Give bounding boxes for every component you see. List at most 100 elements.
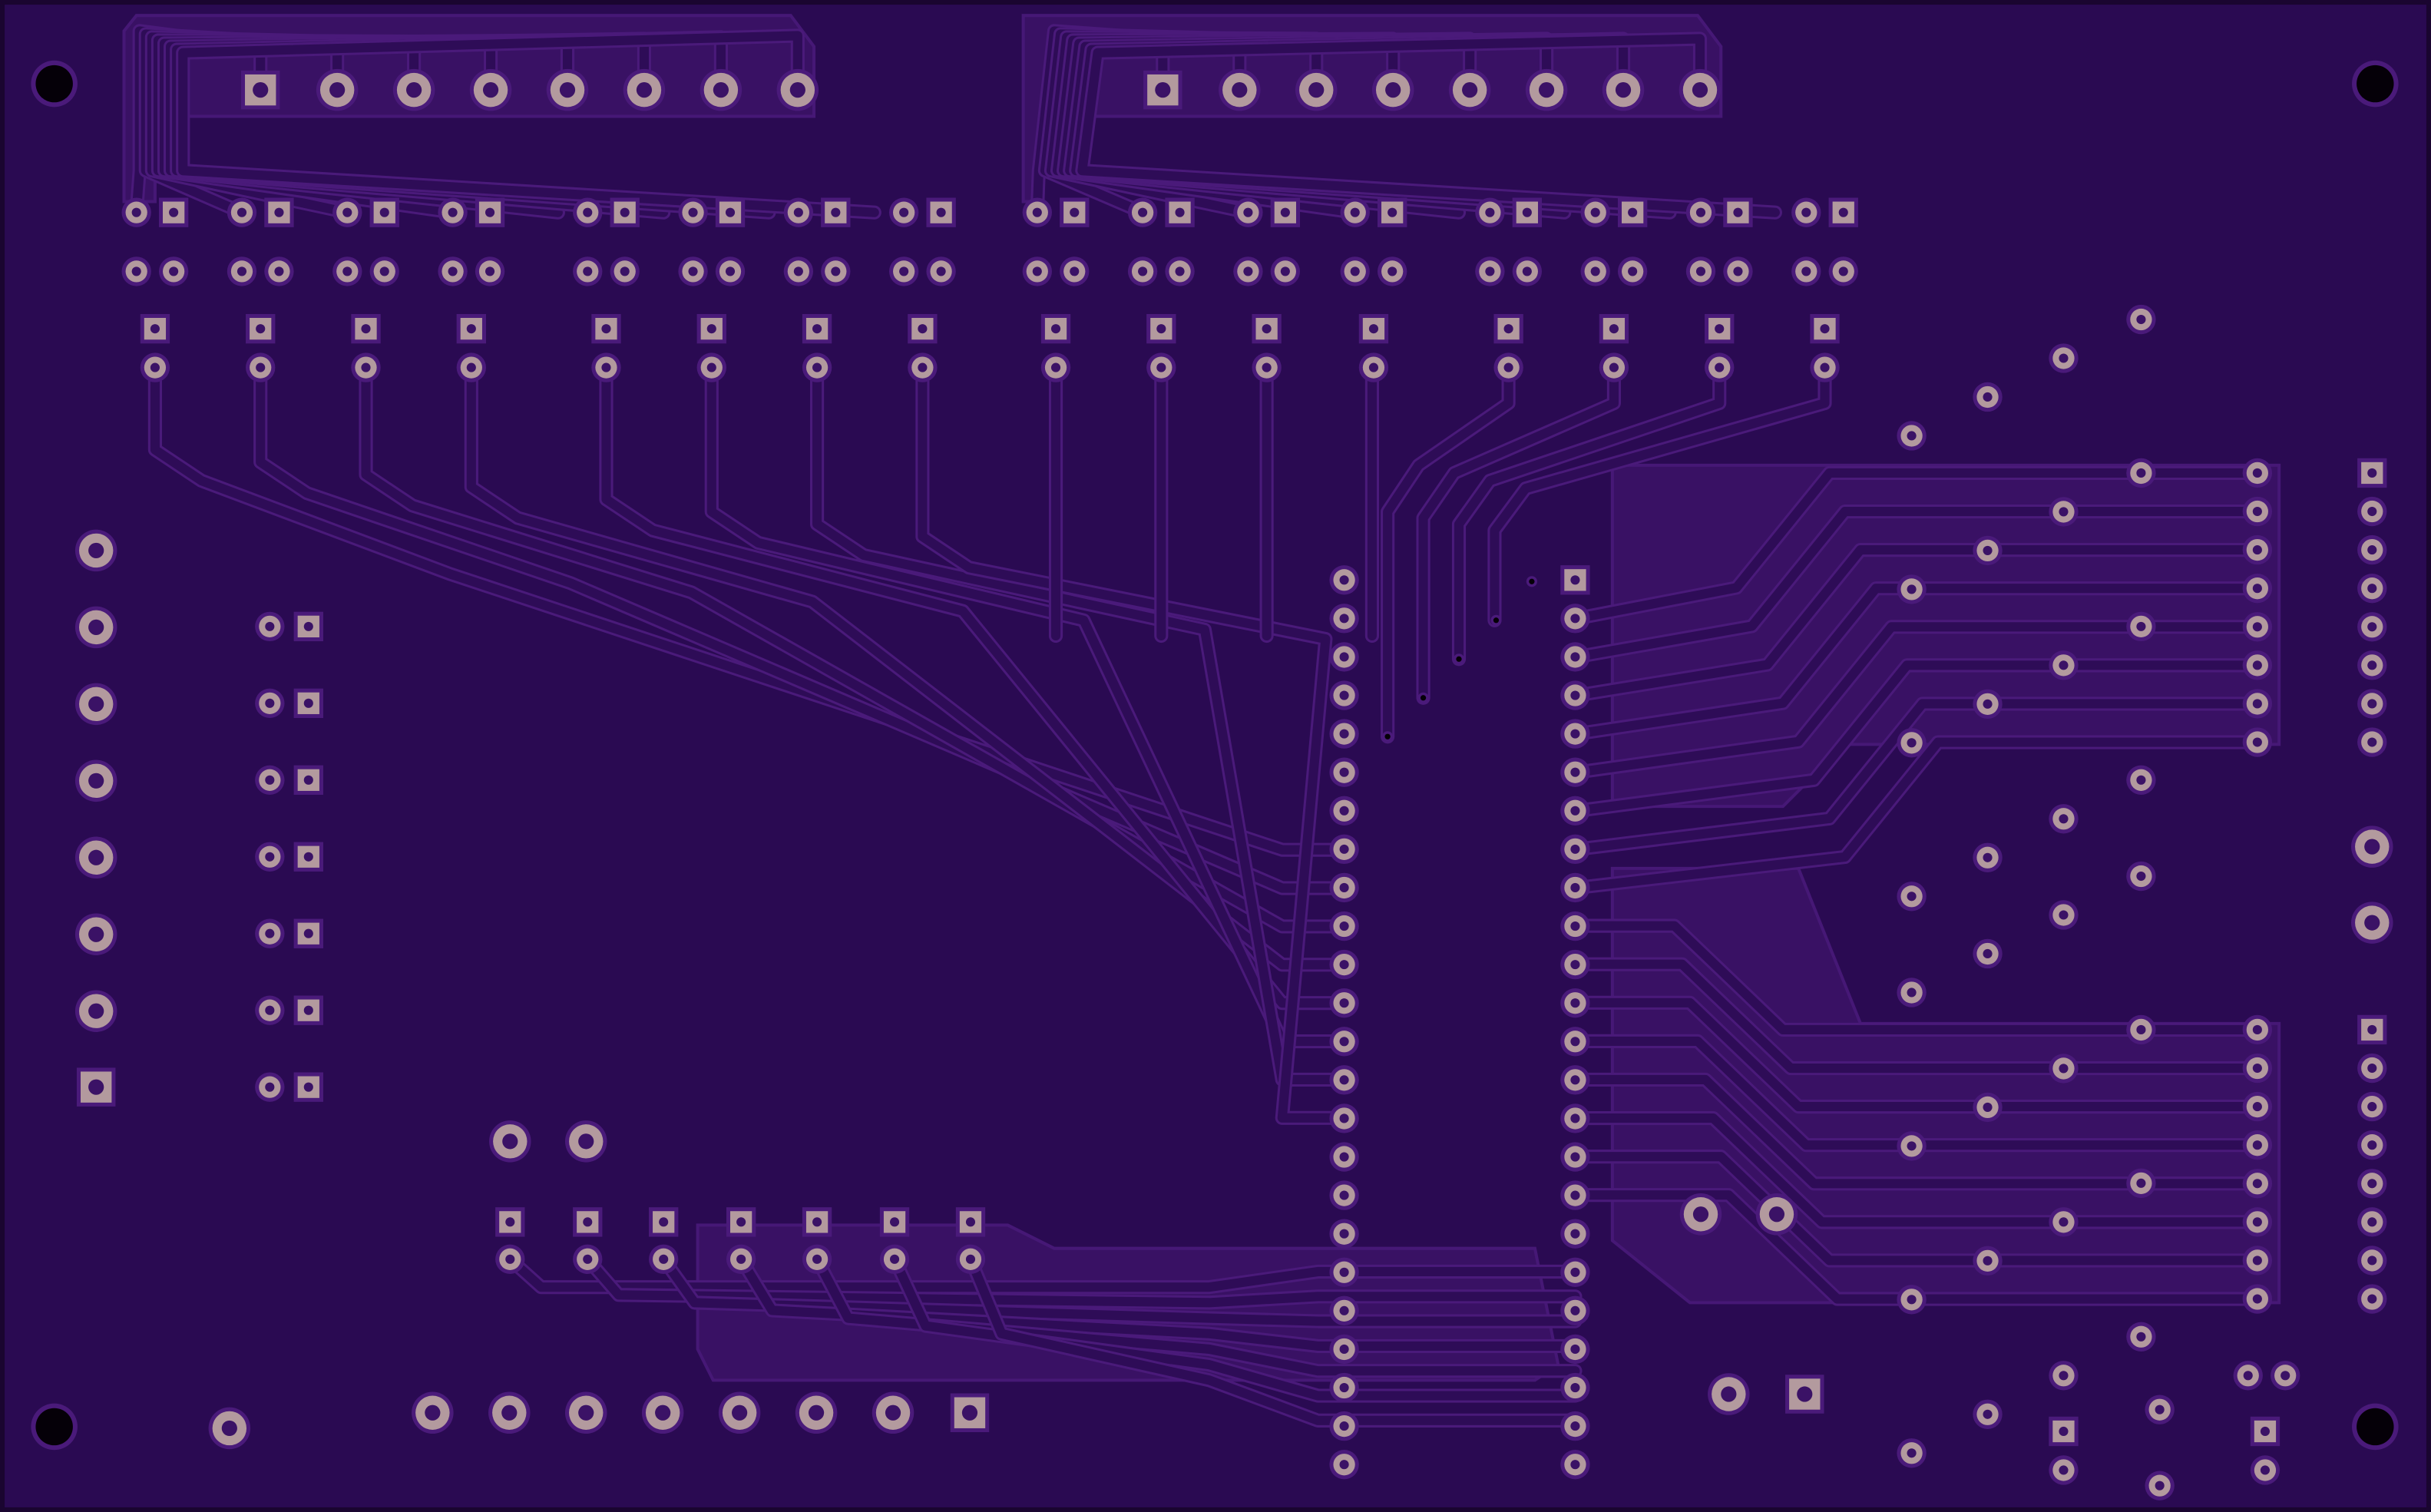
pad-hole-icon [2367,1256,2377,1266]
pad-hole-icon [2367,1063,2377,1074]
pad-hole-icon [1339,1382,1349,1393]
pad-hole-icon [2059,1465,2069,1475]
pad-layer [31,60,2399,1500]
pad-hole-icon [1983,392,1993,402]
copper-trace-icon [1077,34,1780,217]
pad-hole-icon [1838,266,1848,276]
pad-hole-icon [265,698,275,708]
pad-hole-icon [274,207,284,217]
pad-hole-icon [885,1404,901,1421]
pad-hole-icon [1243,266,1253,276]
pad-hole-icon [2252,1140,2262,1150]
pad-hole-icon [1350,207,1360,217]
pad-hole-icon [2364,915,2380,931]
pad-hole-icon [88,619,104,635]
pad-hole-icon [1339,1305,1349,1315]
copper-trace-icon [1570,1190,2262,1304]
copper-trace-icon [150,362,1349,855]
pad-hole-icon [918,324,928,334]
pad-hole-icon [2136,468,2146,478]
pad-hole-icon [221,1420,237,1437]
pad-hole-icon [1570,1075,1580,1085]
pad-hole-icon [713,82,729,98]
copper-trace-icon [1570,1036,2262,1150]
pad-hole-icon [303,852,313,862]
pad-hole-icon [1308,82,1325,98]
pad-hole-icon [342,207,352,217]
copper-trace-icon [1570,699,2262,855]
copper-trace-icon [1570,1074,2262,1189]
pad-hole-icon [706,362,716,372]
pad-hole-icon [1522,266,1532,276]
pad-hole-icon [2367,468,2377,478]
copper-trace-icon [178,31,879,217]
pad-hole-icon [1339,1113,1349,1123]
via-icon [1493,617,1500,624]
pad-hole-icon [578,1404,594,1421]
pad-hole-icon [655,1404,671,1421]
pad-hole-icon [1485,207,1495,217]
pad-hole-icon [936,266,946,276]
pad-hole-icon [2367,506,2377,517]
pad-hole-icon [2252,737,2262,747]
pad-hole-icon [706,324,716,334]
pad-hole-icon [88,542,104,559]
pad-hole-icon [1175,207,1185,217]
pad-hole-icon [2367,737,2377,747]
pad-hole-icon [1907,1295,1917,1305]
mounting-hole-icon [35,1408,73,1446]
pad-hole-icon [1609,324,1619,334]
pad-hole-icon [2367,1024,2377,1034]
pad-hole-icon [1570,690,1580,700]
copper-trace-icon [1418,362,1619,703]
pad-hole-icon [1570,1229,1580,1239]
pad-hole-icon [1570,998,1580,1008]
pad-hole-icon [2252,468,2262,478]
pad-hole-icon [505,1217,515,1227]
pad-hole-icon [2136,1024,2146,1034]
pad-hole-icon [601,324,611,334]
pad-hole-icon [1570,1421,1580,1431]
pad-hole-icon [2367,622,2377,632]
pad-hole-icon [1609,362,1619,372]
pad-hole-icon [1350,266,1360,276]
copper-trace-icon [1383,362,1513,742]
pad-hole-icon [1262,324,1272,334]
copper-trace-icon [1454,362,1725,664]
pad-hole-icon [1692,1206,1709,1223]
pad-hole-icon [1570,729,1580,739]
pad-hole-icon [2136,314,2146,325]
pad-hole-icon [1280,207,1290,217]
pad-hole-icon [505,1254,515,1264]
pad-hole-icon [1570,1190,1580,1200]
pad-hole-icon [2136,1178,2146,1188]
pad-hole-icon [466,362,476,372]
pad-hole-icon [2059,1426,2069,1437]
mounting-hole-icon [2357,65,2394,103]
pad-hole-icon [265,852,275,862]
pad-hole-icon [303,698,313,708]
pad-hole-icon [1820,324,1830,334]
pad-hole-icon [2252,622,2262,632]
pad-hole-icon [1243,207,1253,217]
pad-hole-icon [1339,960,1349,970]
pad-hole-icon [2243,1371,2253,1381]
pad-hole-icon [1801,207,1811,217]
pad-hole-icon [2252,1063,2262,1074]
pad-hole-icon [2136,871,2146,882]
pad-hole-icon [793,266,803,276]
copper-trace-icon [1570,737,2262,893]
pad-hole-icon [688,207,698,217]
pad-hole-icon [1462,82,1478,98]
pad-hole-icon [1733,266,1743,276]
pad-hole-icon [1339,998,1349,1008]
pad-hole-icon [1570,1267,1580,1277]
pad-hole-icon [1570,1460,1580,1470]
pad-hole-icon [1368,324,1379,334]
pad-hole-icon [2059,507,2069,517]
pad-hole-icon [1715,362,1725,372]
copper-trace-icon [736,1254,1580,1351]
pad-hole-icon [1570,767,1580,777]
pad-hole-icon [1590,207,1600,217]
